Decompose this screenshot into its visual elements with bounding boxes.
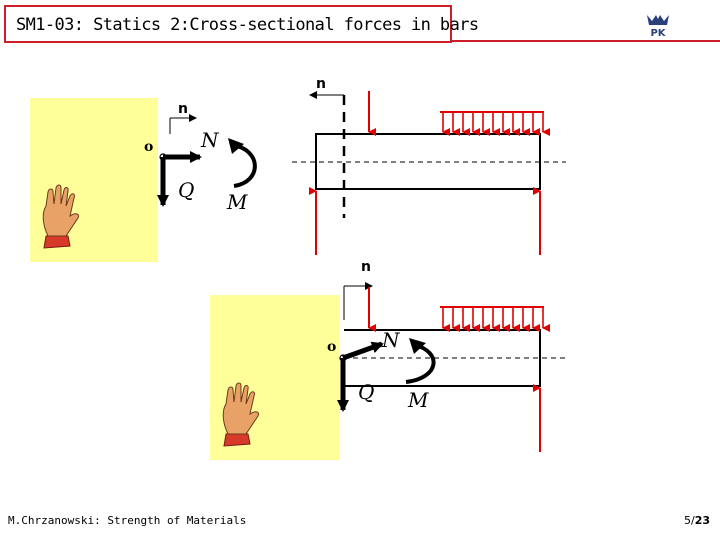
page-current: 5/ [684,514,695,527]
shear-force-label: Q [178,178,195,202]
beam-section-label-n: n [361,259,371,275]
moment-label: M [408,388,429,412]
top-free-body [157,114,257,207]
moment-label: M [227,190,248,214]
point-label-o: o [144,139,154,155]
shear-force-label: Q [358,380,375,404]
distributed-load [440,306,550,332]
hand-icon [42,184,79,249]
beam-section-label-n: n [316,76,326,92]
title-box: SM1-03: Statics 2:Cross-sectional forces… [4,5,479,43]
moment-arrowhead [228,138,244,154]
point-label-o: o [327,339,337,355]
bottom-beam-diagram [337,282,566,452]
logo-text: PK [650,28,666,37]
moment-arc [405,343,436,384]
footer-author: M.Chrzanowski: Strength of Materials [8,514,247,527]
university-logo-icon: PK [647,15,669,37]
normal-force-label: N [201,128,219,152]
moment-arrowhead [409,338,426,354]
page-total: 23 [694,514,711,527]
page-number: 5/23 [684,514,710,527]
normal-force-label: N [382,328,400,352]
normal-force-arrow [342,341,384,361]
top-beam-diagram [292,91,566,255]
title-rule [452,40,720,42]
hand-icon [222,382,259,447]
slide-title: SM1-03: Statics 2:Cross-sectional forces… [16,15,479,35]
distributed-load [440,111,550,136]
section-label-n: n [178,101,188,117]
moment-arc [232,143,257,188]
